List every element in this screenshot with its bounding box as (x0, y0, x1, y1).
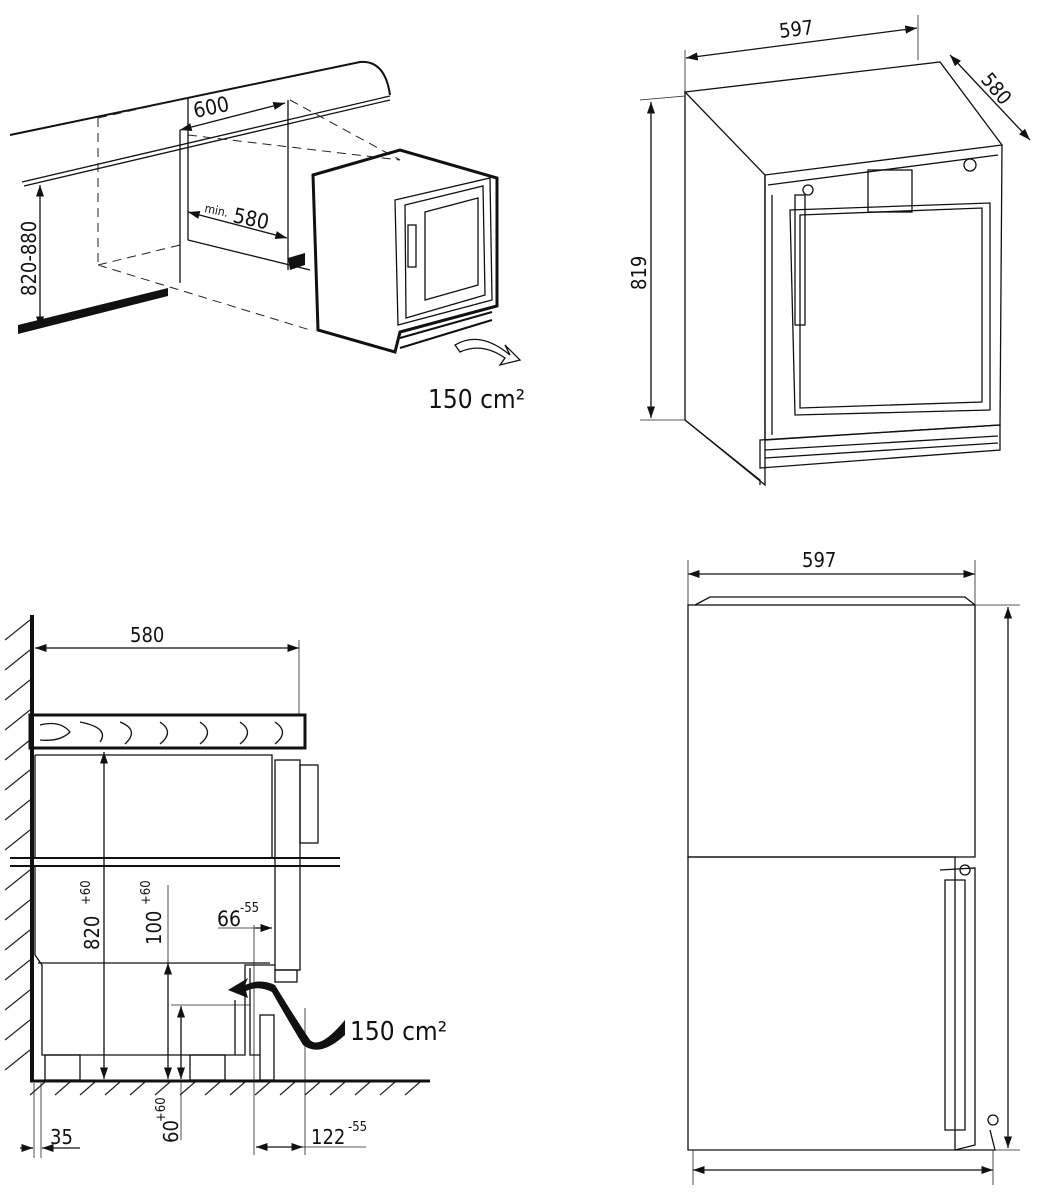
section-wall-offset-label: 35 (50, 1125, 73, 1149)
top-view: 597 (687, 548, 1020, 1185)
section-front-offset-tol: -55 (348, 1120, 367, 1135)
section-ventilation-label: 150 cm² (350, 1017, 447, 1047)
installation-niche-view: 600 min. 580 820-880 150 cm² (9, 60, 525, 415)
iso-width-label: 597 (778, 15, 815, 43)
niche-ventilation-label: 150 cm² (428, 385, 525, 415)
section-plinth-label: 100 (142, 911, 166, 945)
niche-depth-prefix: min. (203, 201, 229, 220)
niche-height-label: 820-880 (17, 221, 41, 296)
niche-depth-label: 580 (231, 203, 271, 234)
section-front-offset-label: 122 (311, 1125, 345, 1149)
section-gap-label: 66 (217, 907, 241, 931)
section-depth-label: 580 (130, 623, 164, 647)
section-gap-tol: -55 (240, 901, 259, 916)
isometric-view: 597 580 819 (627, 15, 1031, 487)
iso-depth-label: 580 (976, 68, 1016, 110)
section-foot-tol: +60 (154, 1097, 169, 1122)
section-foot-label: 60 (159, 1120, 183, 1143)
section-plinth-tol: +60 (139, 880, 154, 905)
iso-height-label: 819 (627, 256, 651, 290)
section-height-tol: +60 (79, 880, 94, 905)
top-width-label: 597 (802, 548, 836, 572)
side-section-view: 580 820 +60 100 +60 66 -55 60 +60 35 122… (4, 615, 447, 1158)
section-height-label: 820 (80, 916, 104, 950)
